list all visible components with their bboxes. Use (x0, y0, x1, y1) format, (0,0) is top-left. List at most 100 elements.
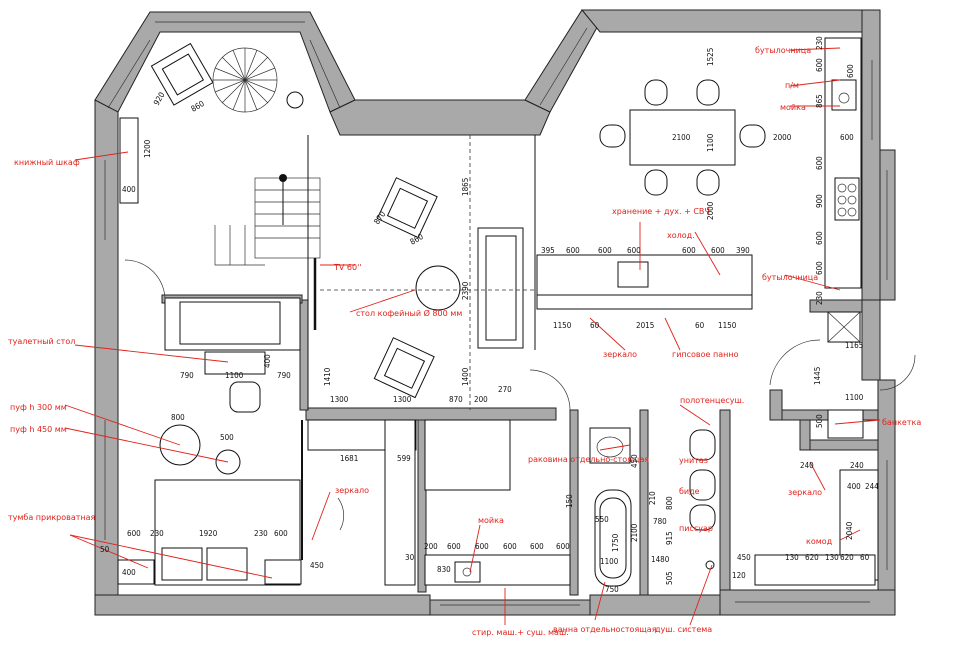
dim: 230 (815, 291, 824, 305)
dim: 500 (220, 433, 234, 442)
dim: 60 (860, 553, 870, 562)
dim: 240 (850, 461, 864, 470)
labels: книжный шкаф TV 60'' стол кофейный Ø 800… (8, 46, 921, 637)
label-mirror-living: зеркало (603, 350, 637, 359)
dim: 1681 (340, 454, 358, 463)
dim: 1200 (143, 139, 152, 158)
dim: 600 (556, 542, 570, 551)
dim: 865 (815, 94, 824, 108)
dim: 1750 (611, 533, 620, 552)
dim: 1150 (718, 321, 737, 330)
dim: 900 (815, 194, 824, 208)
dim: 60 (695, 321, 705, 330)
dimensions: 920 860 1200 400 1865 1525 2100 1100 200… (100, 36, 879, 594)
dim: 1100 (845, 393, 864, 402)
dim: 240 (800, 461, 814, 470)
label-dishwasher: п/м (785, 81, 799, 90)
dim: 920 (152, 90, 167, 107)
dim: 600 (682, 246, 696, 255)
dim: 620 (840, 553, 854, 562)
dim: 600 (815, 261, 824, 275)
dim: 230 (150, 529, 164, 538)
kitchen (536, 37, 862, 343)
dim: 230 (254, 529, 268, 538)
dim: 2100 (630, 523, 639, 542)
dim: 915 (665, 531, 674, 545)
label-dressing-table: туалетный стол (8, 337, 75, 346)
label-bottle-holder-bottom: бутылочница (762, 273, 818, 282)
label-mirror-hall: зеркало (788, 488, 822, 497)
dim: 2100 (672, 133, 691, 142)
label-mirror-bedroom: зеркало (335, 486, 369, 495)
dim: 600 (627, 246, 641, 255)
label-bookcase: книжный шкаф (14, 158, 80, 167)
dim: 750 (605, 585, 619, 594)
dim: 450 (310, 561, 324, 570)
dim: 400 (122, 185, 136, 194)
dim: 600 (815, 58, 824, 72)
dim: 780 (653, 517, 667, 526)
label-sink-laundry: мойка (478, 516, 504, 525)
dim: 1445 (813, 367, 822, 385)
label-fridge: холод. (667, 231, 695, 240)
dim: 1150 (553, 321, 572, 330)
bathroom (589, 427, 716, 587)
dim: 200 (474, 395, 488, 404)
dim: 130 (825, 553, 839, 562)
dim: 60 (590, 321, 600, 330)
label-toilet: унитаз (679, 456, 708, 465)
label-bottle-holder-top: бутылочница (755, 46, 811, 55)
dim: 270 (498, 385, 512, 394)
dim: 390 (736, 246, 750, 255)
dim: 1100 (225, 371, 244, 380)
dim: 600 (815, 156, 824, 170)
label-tv: TV 60'' (333, 263, 361, 272)
label-bidet: биде (679, 487, 700, 496)
dim: 210 (648, 491, 657, 505)
dim: 500 (815, 414, 824, 428)
label-urinal: писсуар (679, 524, 713, 533)
dim: 830 (437, 565, 451, 574)
dim: 130 (785, 553, 799, 562)
label-sink-kitchen: мойка (780, 103, 806, 112)
dim: 600 (447, 542, 461, 551)
walls (94, 9, 896, 616)
label-wash-basin: раковина отдельно-стоящая (528, 455, 649, 464)
laundry (307, 419, 571, 586)
hall (754, 339, 916, 586)
dim: 244 (865, 482, 879, 491)
dim: 400 (847, 482, 861, 491)
dim: 1920 (199, 529, 218, 538)
dim: 120 (732, 571, 746, 580)
dim: 600 (840, 133, 854, 142)
label-coffee-table: стол кофейный Ø 800 мм (356, 308, 462, 318)
label-dresser: комод (806, 537, 833, 546)
dim: 600 (846, 64, 855, 78)
dim: 1400 (461, 367, 470, 386)
dim: 2015 (636, 321, 654, 330)
dim: 50 (100, 545, 110, 554)
dim: 2390 (461, 281, 470, 300)
dim: 2000 (706, 201, 715, 220)
dim: 620 (805, 553, 819, 562)
windows (104, 21, 888, 606)
dim: 870 (449, 395, 463, 404)
dim: 1480 (651, 555, 670, 564)
dim: 600 (127, 529, 141, 538)
dim: 505 (665, 571, 674, 585)
label-gypsum-panel: гипсовое панно (672, 350, 739, 359)
living-room (119, 42, 536, 410)
dim: 550 (595, 515, 609, 524)
label-bench: банкетка (882, 418, 921, 427)
dim: 150 (565, 494, 574, 508)
dim: 30 (405, 553, 415, 562)
dim: 600 (815, 231, 824, 245)
dim: 1525 (706, 48, 715, 66)
label-shower: душ. система (655, 625, 712, 634)
label-pouf-450: пуф h 450 мм (10, 425, 67, 434)
dim: 400 (263, 354, 272, 368)
dim: 400 (122, 568, 136, 577)
dim: 1865 (461, 178, 470, 196)
dim: 1165 (845, 341, 863, 350)
